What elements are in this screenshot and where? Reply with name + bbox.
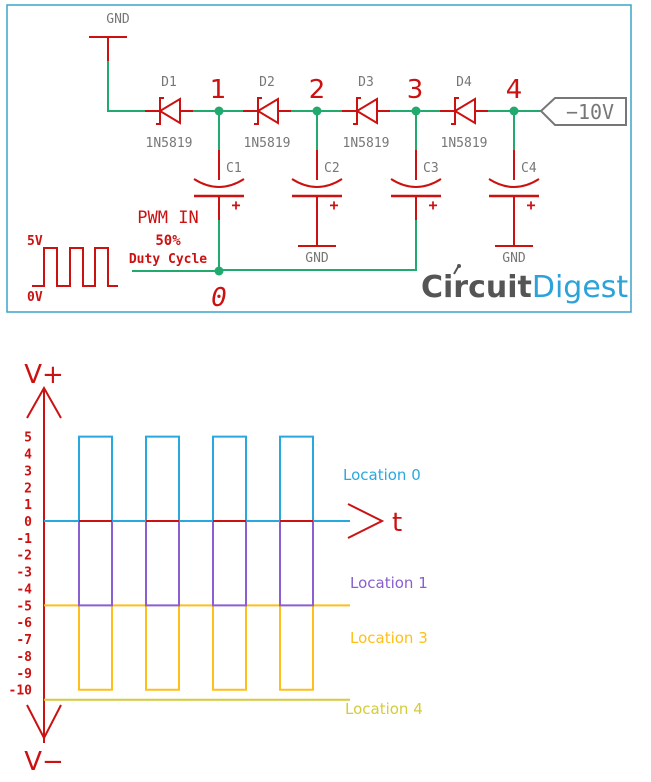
diode-ref-label: D1 bbox=[161, 75, 177, 90]
capacitor-c4: C4 + GND bbox=[488, 111, 540, 266]
circuitdigest-logo: CircuitDigest bbox=[421, 270, 628, 305]
cap-ref-label: C1 bbox=[226, 161, 242, 176]
node-label-1: 1 bbox=[210, 75, 227, 105]
node-label-2: 2 bbox=[309, 75, 326, 105]
cap-polarity: + bbox=[428, 196, 437, 214]
gnd-label: GND bbox=[305, 251, 329, 266]
y-tick-label: 2 bbox=[24, 481, 32, 496]
pwm-high-label: 5V bbox=[27, 234, 43, 249]
diode-d4: D4 1N5819 bbox=[440, 75, 488, 151]
cap-curved-plate bbox=[291, 178, 343, 188]
cap-curved-plate bbox=[193, 178, 245, 188]
legend-label: Location 1 bbox=[350, 574, 428, 592]
y-axis-bottom-label: V− bbox=[24, 747, 64, 777]
cap-polarity: + bbox=[329, 196, 338, 214]
y-tick-label: 0 bbox=[24, 515, 32, 530]
diode-part-label: 1N5819 bbox=[244, 136, 291, 151]
pwm-waveform-icon bbox=[32, 247, 118, 287]
y-tick-label: -7 bbox=[16, 633, 32, 648]
logo-part-circuit: Circuit bbox=[421, 270, 532, 305]
diode-d2: D2 1N5819 bbox=[243, 75, 291, 151]
diode-part-label: 1N5819 bbox=[146, 136, 193, 151]
schematic: GND D1 1N5819 D2 1N5819 D3 1N5819 D4 1N5819 1 2… bbox=[27, 12, 628, 313]
legend-label: Location 3 bbox=[350, 629, 428, 647]
y-tick-label: 5 bbox=[24, 431, 32, 446]
logo-dot bbox=[457, 264, 461, 268]
capacitor-c2: C2 + GND bbox=[291, 111, 343, 266]
diode-triangle bbox=[158, 97, 181, 125]
y-tick-label: 1 bbox=[24, 498, 32, 513]
series-location-1 bbox=[44, 520, 350, 607]
waveform-chart: V+V−543210-1-2-3-4-5-6-7-8-9-10tLocation… bbox=[9, 360, 428, 777]
y-tick-label: -6 bbox=[16, 616, 32, 631]
diode-part-label: 1N5819 bbox=[441, 136, 488, 151]
diode-part-label: 1N5819 bbox=[343, 136, 390, 151]
y-tick-label: -4 bbox=[16, 582, 32, 597]
cap-ref-label: C2 bbox=[324, 161, 340, 176]
wire-c3-to-rail bbox=[219, 220, 417, 271]
y-axis-top-label: V+ bbox=[24, 360, 64, 390]
y-tick-label: -10 bbox=[9, 684, 33, 699]
diode-schottky-bar bbox=[353, 97, 361, 125]
series-location-3 bbox=[44, 604, 350, 691]
node-label-0: 0 bbox=[211, 283, 227, 313]
y-tick-label: -2 bbox=[16, 549, 32, 564]
diode-triangle bbox=[256, 97, 279, 125]
series-line bbox=[44, 435, 350, 522]
diode-d1: D1 1N5819 bbox=[145, 75, 193, 151]
capacitor-c1: C1 + bbox=[193, 111, 245, 220]
output-label: −10V bbox=[566, 100, 614, 124]
x-axis-label: t bbox=[392, 508, 402, 538]
y-axis-up-arrow bbox=[26, 385, 62, 419]
gnd-top-label: GND bbox=[106, 12, 130, 27]
y-axis-down-arrow bbox=[26, 704, 62, 741]
node-label-4: 4 bbox=[506, 75, 523, 105]
cap-curved-plate bbox=[488, 178, 540, 188]
series-line bbox=[44, 604, 350, 691]
y-tick-label: 4 bbox=[24, 448, 32, 463]
cap-ref-label: C3 bbox=[423, 161, 439, 176]
pwm-low-label: 0V bbox=[27, 290, 43, 305]
y-tick-label: -5 bbox=[16, 599, 32, 614]
diode-schottky-bar bbox=[451, 97, 459, 125]
diode-d3: D3 1N5819 bbox=[342, 75, 390, 151]
logo-accent bbox=[453, 266, 459, 275]
series-location-0 bbox=[44, 435, 350, 522]
capacitor-c3: C3 + bbox=[390, 111, 442, 220]
logo-part-digest: Digest bbox=[532, 270, 629, 305]
y-tick-label: -8 bbox=[16, 650, 32, 665]
y-tick-label: -3 bbox=[16, 566, 32, 581]
diode-triangle bbox=[355, 97, 378, 125]
cap-curved-plate bbox=[390, 178, 442, 188]
diode-schottky-bar bbox=[254, 97, 262, 125]
y-tick-label: -9 bbox=[16, 667, 32, 682]
pwm-duty-label: Duty Cycle bbox=[129, 252, 207, 267]
cap-polarity: + bbox=[526, 196, 535, 214]
cap-polarity: + bbox=[231, 196, 240, 214]
diode-triangle bbox=[453, 97, 476, 125]
node-label-3: 3 bbox=[407, 75, 424, 105]
diode-schottky-bar bbox=[156, 97, 164, 125]
wire-gnd-to-d1 bbox=[107, 61, 145, 112]
diode-ref-label: D4 bbox=[456, 75, 472, 90]
y-tick-label: 3 bbox=[24, 464, 32, 479]
y-tick-label: -1 bbox=[16, 532, 32, 547]
schematic-border bbox=[6, 4, 632, 313]
diode-ref-label: D3 bbox=[358, 75, 374, 90]
series-line bbox=[44, 520, 350, 607]
output-flag bbox=[539, 97, 627, 126]
pwm-title: PWM IN bbox=[137, 208, 198, 228]
diode-ref-label: D2 bbox=[259, 75, 275, 90]
legend-label: Location 4 bbox=[345, 700, 423, 718]
gnd-label: GND bbox=[502, 251, 526, 266]
pwm-duty: 50% bbox=[155, 233, 181, 249]
x-axis-arrow bbox=[347, 503, 385, 539]
cap-ref-label: C4 bbox=[521, 161, 537, 176]
legend-label: Location 0 bbox=[343, 466, 421, 484]
